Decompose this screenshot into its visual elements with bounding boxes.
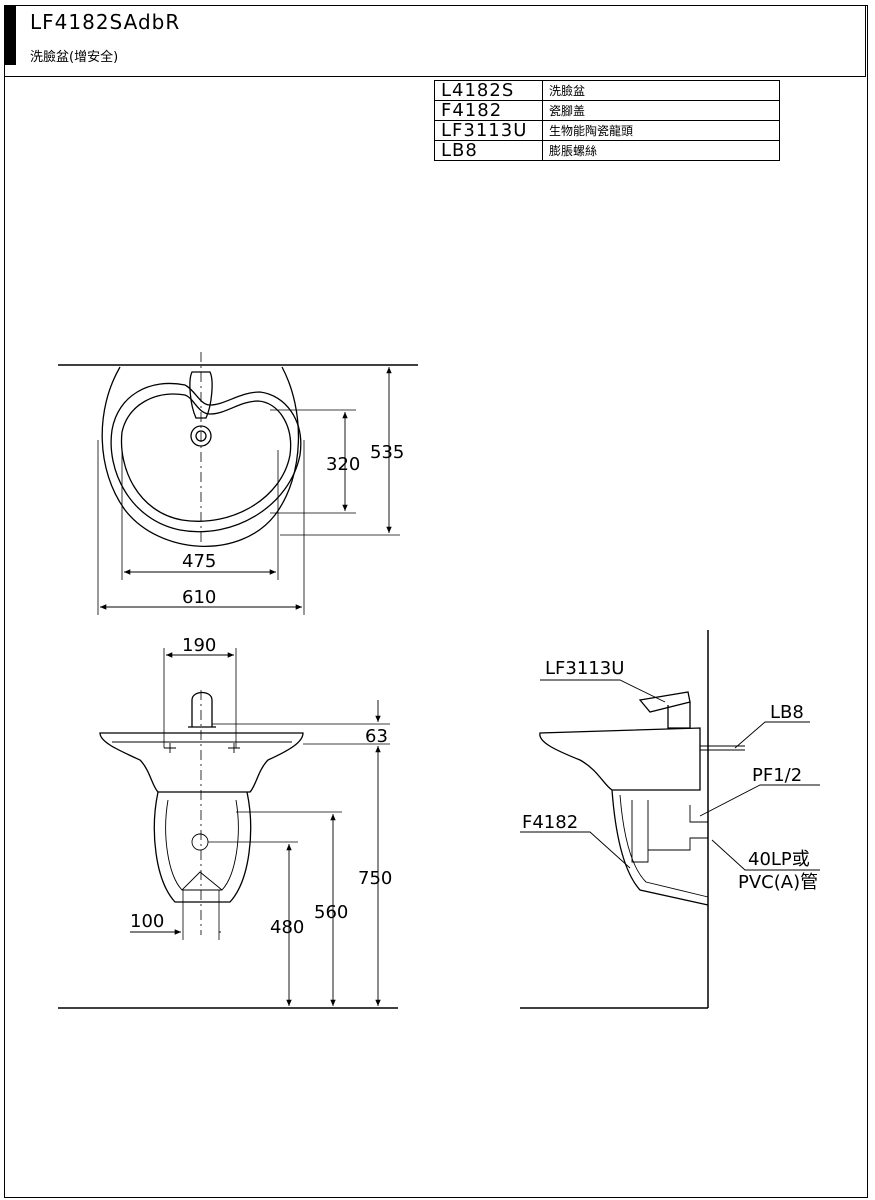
dim-label: 190: [182, 635, 216, 656]
part-code: LF3113U: [434, 120, 543, 141]
front-basin: [99, 732, 304, 793]
title-block-bar: [4, 5, 16, 65]
side-label-pedestal: F4182: [522, 812, 578, 833]
dim-label: 535: [370, 442, 404, 463]
part-desc: 膨脹螺絲: [542, 140, 780, 161]
leader-supply: [699, 784, 820, 817]
parts-row: LB8 膨脹螺絲: [434, 140, 780, 161]
side-pedestal-inner: [619, 794, 709, 898]
part-code: LB8: [434, 140, 543, 161]
basin-bowl-inner: [120, 393, 292, 522]
side-label-bolt: LB8: [770, 702, 804, 723]
side-label-drain-2: PVC(A)管: [738, 872, 818, 893]
dim-label: 63: [365, 726, 388, 747]
side-basin: [539, 727, 701, 791]
side-label-drain-1: 40LP或: [748, 849, 810, 870]
basin-bowl: [110, 382, 302, 533]
front-pedestal-inner: [165, 799, 239, 891]
side-bolt: [700, 745, 745, 751]
leader-faucet: [540, 679, 666, 703]
front-pedestal: [153, 791, 252, 903]
front-pedestal-facet: [181, 871, 223, 891]
parts-row: LF3113U 生物能陶瓷龍頭: [434, 120, 780, 141]
dim-label: 100: [130, 911, 164, 932]
model-number: LF4182SAdbR: [30, 10, 181, 34]
side-pedestal: [611, 789, 709, 906]
front-mount-marks: [164, 743, 240, 753]
basin-outline-outer: [101, 366, 300, 547]
front-view: [58, 648, 398, 1009]
dim-label: 320: [326, 454, 360, 475]
product-name: 洗臉盆(增安全): [30, 50, 119, 65]
dim-label: 750: [358, 868, 392, 889]
side-faucet-body: [667, 702, 691, 729]
leader-bolt: [734, 721, 810, 749]
dim-label: 475: [182, 551, 216, 572]
faucet-top: [189, 371, 213, 419]
dim-label: 480: [270, 917, 304, 938]
top-view: [58, 352, 418, 615]
side-label-supply: PF1/2: [752, 765, 802, 786]
side-supply-pipe: [689, 805, 708, 823]
front-trap: [191, 833, 209, 851]
part-code: F4182: [434, 100, 543, 121]
leader-pedestal: [520, 831, 631, 869]
leader-drain: [711, 839, 820, 871]
dim-label: 560: [314, 902, 348, 923]
side-trap: [631, 800, 649, 863]
dim-label: 610: [182, 587, 216, 608]
side-label-faucet: LF3113U: [545, 658, 624, 679]
side-view: [520, 630, 820, 1009]
front-faucet: [191, 691, 213, 727]
side-drain-pipe: [648, 837, 708, 851]
parts-row: L4182S 洗臉盆: [434, 80, 780, 101]
parts-row: F4182 瓷腳盖: [434, 100, 780, 121]
parts-table: L4182S 洗臉盆 F4182 瓷腳盖 LF3113U 生物能陶瓷龍頭 LB8…: [434, 80, 780, 161]
